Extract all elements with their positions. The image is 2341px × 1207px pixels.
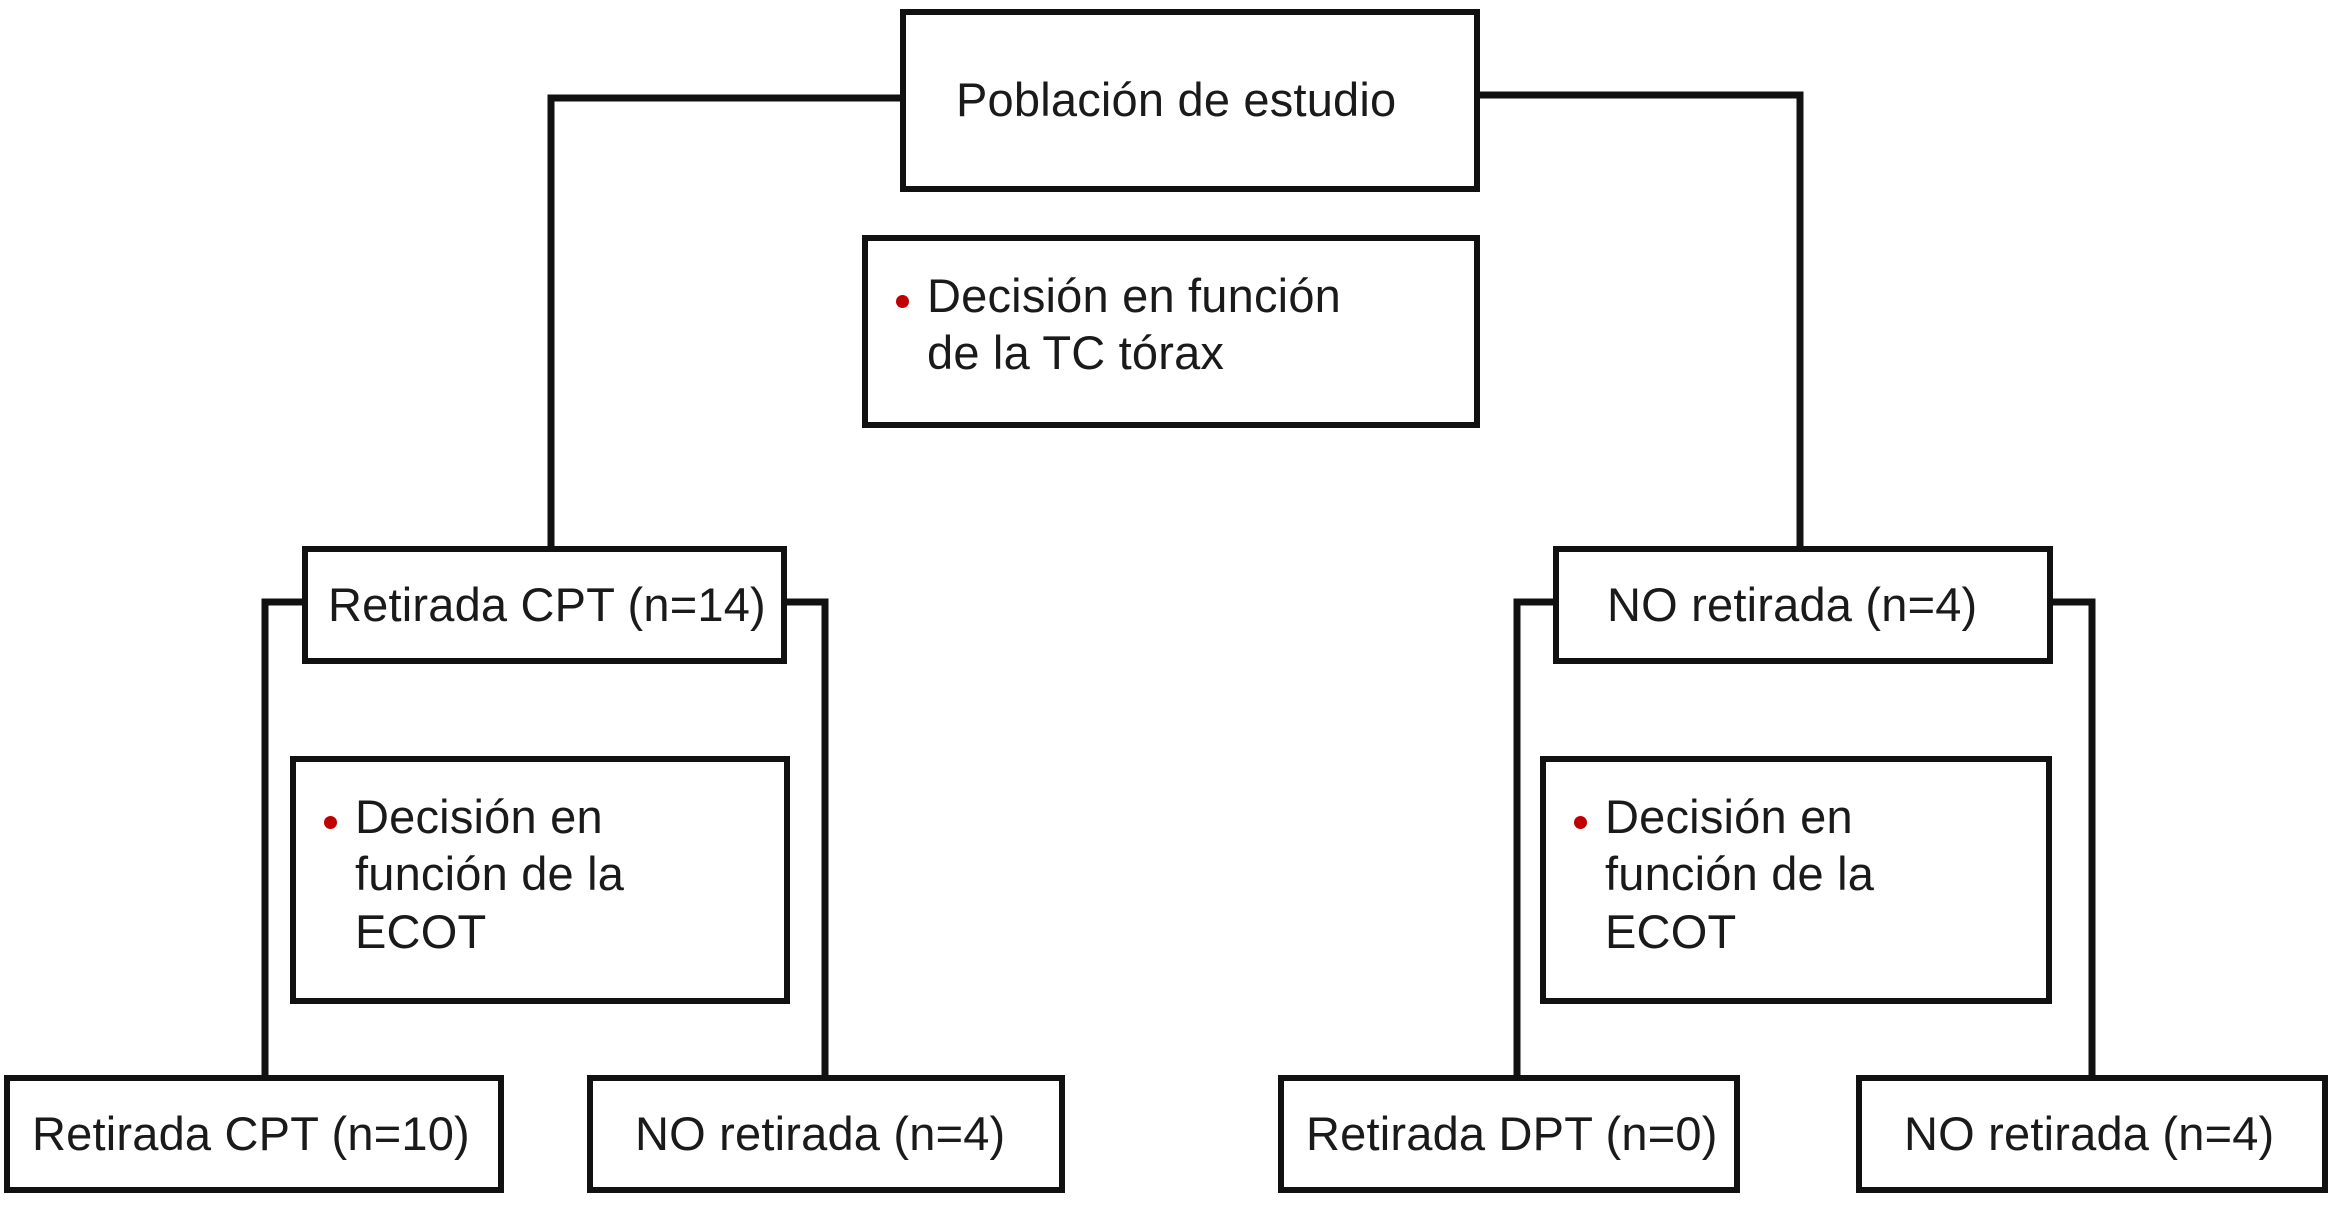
note-line: Decisión en función (927, 269, 1341, 322)
bullet-text: Decisión en función de la ECOT (1605, 788, 1874, 960)
bullet-row: Decisión en función de la TC tórax (868, 267, 1341, 382)
bullet-text: Decisión en función de la ECOT (355, 788, 624, 960)
node-decision-ecot-right[interactable]: Decisión en función de la ECOT (1540, 756, 2052, 1004)
connector-left-to-leaf1 (261, 598, 302, 1078)
node-retirada-cpt-10[interactable]: Retirada CPT (n=10) (4, 1075, 504, 1193)
node-no-retirada-4-c[interactable]: NO retirada (n=4) (1856, 1075, 2328, 1193)
node-poblacion-de-estudio[interactable]: Población de estudio (900, 9, 1480, 192)
connector-root-to-left (547, 94, 900, 549)
bullet-dot-icon (1574, 816, 1587, 829)
node-label: NO retirada (n=4) (635, 1106, 1006, 1160)
node-retirada-cpt-14[interactable]: Retirada CPT (n=14) (302, 546, 787, 664)
note-line: ECOT (1605, 904, 1737, 958)
connector-left-to-leaf2 (787, 598, 829, 1078)
node-retirada-dpt-0[interactable]: Retirada DPT (n=0) (1278, 1075, 1740, 1193)
bullet-row: Decisión en función de la ECOT (1546, 788, 1874, 960)
node-no-retirada-4-b[interactable]: NO retirada (n=4) (587, 1075, 1065, 1193)
node-label: Retirada CPT (n=10) (32, 1106, 470, 1160)
note-line: Decisión en (1605, 790, 1853, 843)
bullet-text: Decisión en función de la TC tórax (927, 267, 1341, 382)
node-decision-ecot-left[interactable]: Decisión en función de la ECOT (290, 756, 790, 1004)
connector-right-to-leaf4 (2053, 598, 2096, 1078)
node-label: Retirada DPT (n=0) (1306, 1106, 1718, 1160)
bullet-row: Decisión en función de la ECOT (296, 788, 624, 960)
bullet-dot-icon (324, 816, 337, 829)
bullet-dot-icon (896, 295, 909, 308)
note-line: función de la (1605, 847, 1875, 901)
connector-root-to-right (1480, 91, 1804, 549)
node-label: NO retirada (n=4) (1904, 1106, 2275, 1160)
node-decision-tc-torax[interactable]: Decisión en función de la TC tórax (862, 235, 1480, 428)
node-no-retirada-4[interactable]: NO retirada (n=4) (1553, 546, 2053, 664)
note-line: de la TC tórax (927, 326, 1225, 380)
node-label: Retirada CPT (n=14) (328, 577, 766, 631)
node-label: Población de estudio (956, 73, 1397, 127)
note-line: ECOT (355, 904, 487, 958)
note-line: Decisión en (355, 790, 603, 843)
connector-right-to-leaf3 (1513, 598, 1553, 1078)
note-line: función de la (355, 847, 625, 901)
node-label: NO retirada (n=4) (1607, 577, 1978, 631)
